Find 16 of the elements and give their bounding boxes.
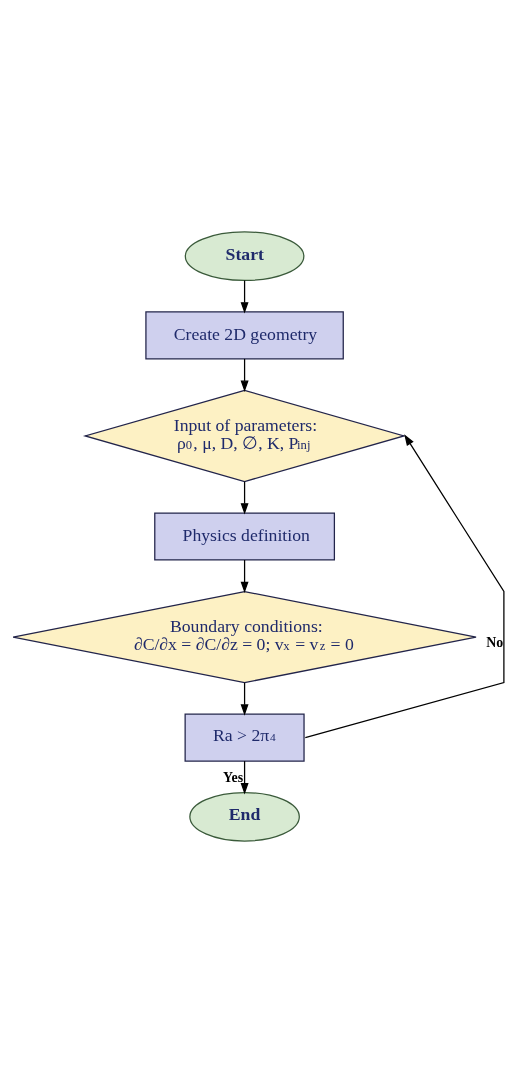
node-ellipse: Start	[184, 231, 305, 282]
arrow	[240, 358, 249, 392]
node-ellipse: End	[189, 791, 300, 842]
arrow	[240, 481, 249, 515]
arrow	[240, 279, 249, 314]
node-box: Ra > 2π4	[184, 713, 305, 762]
node-diamond: Boundary conditions: ∂C/∂x = ∂C/∂z = 0; vx = vz = 0	[12, 590, 477, 684]
node-box: Physics definition	[154, 512, 335, 561]
arrow	[304, 434, 505, 739]
node-box: Create 2D geometry	[145, 311, 344, 360]
arrow	[240, 760, 249, 795]
edge-label: Yes	[223, 770, 244, 786]
node-diamond: Input of parameters: ρ0, μ, D, ∅, K, Pinj	[82, 389, 407, 483]
arrow	[240, 682, 249, 716]
arrow	[240, 559, 249, 594]
edge-label: No	[486, 635, 504, 651]
